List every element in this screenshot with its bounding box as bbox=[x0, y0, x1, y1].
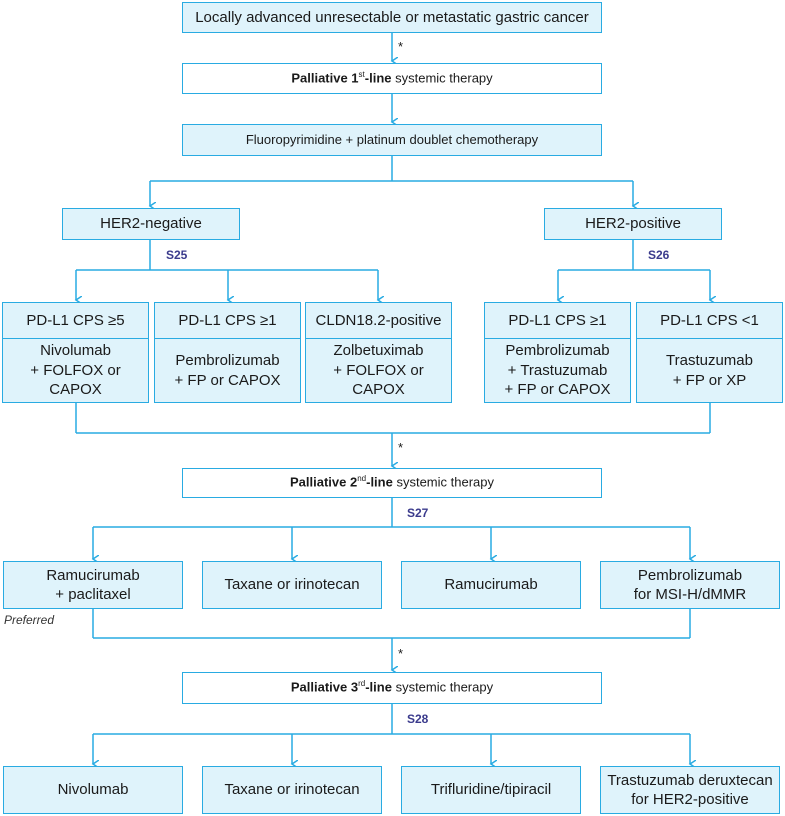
second-line-option: Ramucirumab bbox=[401, 561, 581, 609]
regimen-body: Trastuzumab + FP or XP bbox=[666, 352, 753, 389]
regimen-body: Pembrolizumab + Trastuzumab + FP or CAPO… bbox=[504, 342, 611, 399]
second-line-option: Ramucirumab + paclitaxel bbox=[3, 561, 183, 609]
chemo-box: Fluoropyrimidine + platinum doublet chem… bbox=[182, 124, 602, 156]
regimen-box: PD-L1 CPS ≥1 Pembrolizumab + FP or CAPOX bbox=[154, 302, 301, 403]
third-line-option: Trifluridine/tipiracil bbox=[401, 766, 581, 814]
regimen-body: Zolbetuximab + FOLFOX or CAPOX bbox=[333, 342, 424, 399]
third-line-option: Nivolumab bbox=[3, 766, 183, 814]
star-3: * bbox=[398, 646, 404, 661]
code-s28: S28 bbox=[407, 712, 429, 726]
regimen-header: PD-L1 CPS <1 bbox=[637, 303, 782, 339]
regimen-box: PD-L1 CPS <1 Trastuzumab + FP or XP bbox=[636, 302, 783, 403]
her2-positive-box: HER2-positive bbox=[544, 208, 722, 240]
chemo-label: Fluoropyrimidine + platinum doublet chem… bbox=[245, 131, 539, 147]
first-line-label: Palliative 1st-line systemic therapy bbox=[291, 69, 493, 86]
regimen-body: Pembrolizumab + FP or CAPOX bbox=[174, 352, 281, 389]
regimen-body: Nivolumab + FOLFOX or CAPOX bbox=[30, 342, 121, 399]
star-1: * bbox=[398, 39, 404, 54]
her2-positive-label: HER2-positive bbox=[585, 215, 681, 233]
regimen-box: PD-L1 CPS ≥1 Pembrolizumab + Trastuzumab… bbox=[484, 302, 631, 403]
regimen-header: PD-L1 CPS ≥1 bbox=[155, 303, 300, 339]
regimen-box: CLDN18.2-positive Zolbetuximab + FOLFOX … bbox=[305, 302, 452, 403]
third-line-label: Palliative 3rd-line systemic therapy bbox=[290, 679, 494, 695]
second-line-option: Taxane or irinotecan bbox=[202, 561, 382, 609]
second-line-box: Palliative 2nd-line systemic therapy bbox=[182, 468, 602, 498]
second-line-option: Pembrolizumab for MSI-H/dMMR bbox=[600, 561, 780, 609]
code-s27: S27 bbox=[407, 506, 429, 520]
regimen-header: PD-L1 CPS ≥1 bbox=[485, 303, 630, 339]
regimen-header: CLDN18.2-positive bbox=[306, 303, 451, 339]
top-label: Locally advanced unresectable or metasta… bbox=[195, 8, 589, 26]
third-line-box: Palliative 3rd-line systemic therapy bbox=[182, 672, 602, 704]
preferred-note: Preferred bbox=[4, 613, 55, 627]
first-line-box: Palliative 1st-line systemic therapy bbox=[182, 63, 602, 94]
her2-negative-label: HER2-negative bbox=[100, 215, 202, 233]
her2-negative-box: HER2-negative bbox=[62, 208, 240, 240]
star-2: * bbox=[398, 440, 404, 455]
code-s26: S26 bbox=[648, 248, 670, 262]
top-box: Locally advanced unresectable or metasta… bbox=[182, 2, 602, 33]
regimen-header: PD-L1 CPS ≥5 bbox=[3, 303, 148, 339]
third-line-option: Taxane or irinotecan bbox=[202, 766, 382, 814]
code-s25: S25 bbox=[166, 248, 188, 262]
third-line-option: Trastuzumab deruxtecan for HER2-positive bbox=[600, 766, 780, 814]
regimen-box: PD-L1 CPS ≥5 Nivolumab + FOLFOX or CAPOX bbox=[2, 302, 149, 403]
second-line-label: Palliative 2nd-line systemic therapy bbox=[289, 474, 494, 490]
